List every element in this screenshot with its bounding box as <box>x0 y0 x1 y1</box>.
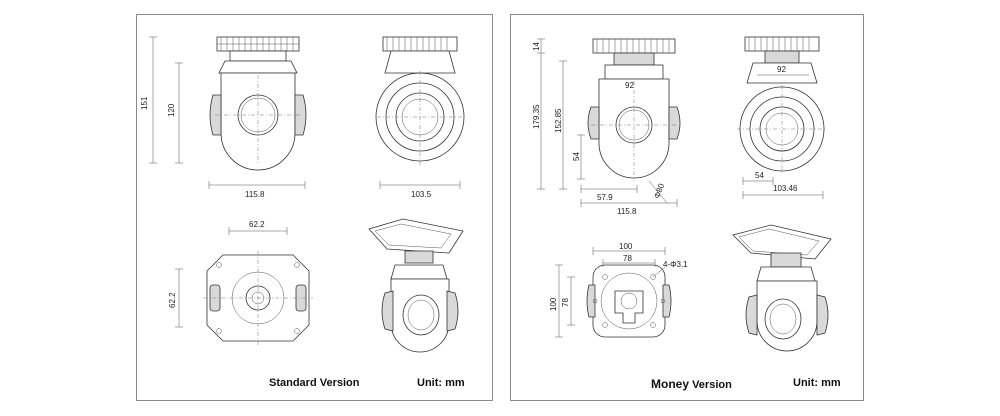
dim-h179: 179.35 <box>532 104 541 129</box>
unit-label-money: Unit: mm <box>793 377 841 389</box>
bottom-view-standard-dims: 62.2 62.2 <box>168 220 288 328</box>
bottom-view-standard <box>203 251 313 345</box>
side-view-money-dims: 92 54 103.46 <box>742 65 824 199</box>
side-view-standard-dims: 103.5 <box>379 181 461 199</box>
front-view-money <box>587 38 681 181</box>
caption-money-word: Money <box>651 377 690 391</box>
dim-width-side: 103.5 <box>411 190 432 199</box>
dim-w579: 57.9 <box>597 193 613 202</box>
dim-height-total: 151 <box>140 96 149 110</box>
standard-version-drawing: 151 120 115.8 103.5 <box>140 36 465 353</box>
front-view-standard-dims: 151 120 115.8 <box>140 36 306 199</box>
standard-version-panel: 151 120 115.8 103.5 <box>136 14 493 401</box>
dim-base-width: 62.2 <box>249 220 265 229</box>
dim-d80: Φ80 <box>652 182 666 200</box>
unit-label-standard: Unit: mm <box>417 377 465 389</box>
front-view-money-dims: 14 179.35 152.85 54 92 57.9 115.8 Φ80 <box>532 38 678 216</box>
iso-view-standard <box>368 218 464 353</box>
money-version-drawing: 14 179.35 152.85 54 92 57.9 115.8 Φ80 92 <box>532 36 832 352</box>
dim-top92b: 92 <box>777 65 786 74</box>
iso-view-money <box>732 224 832 352</box>
dim-h14: 14 <box>532 42 541 51</box>
dim-b78: 78 <box>623 254 632 263</box>
caption-standard-version: Standard Version <box>269 377 360 389</box>
dim-top92a: 92 <box>625 81 634 90</box>
dim-h152: 152.85 <box>554 108 563 133</box>
dim-width-front: 115.8 <box>245 190 265 199</box>
bottom-view-money-dims: 100 78 4-Φ3.1 100 78 <box>549 242 688 338</box>
dim-height-body: 120 <box>167 103 176 117</box>
dim-w1158: 115.8 <box>617 207 637 216</box>
dim-v100: 100 <box>549 297 558 311</box>
money-version-panel: 14 179.35 152.85 54 92 57.9 115.8 Φ80 92 <box>510 14 864 401</box>
bottom-view-money <box>586 264 672 338</box>
dim-base-height: 62.2 <box>168 292 177 308</box>
dim-holes: 4-Φ3.1 <box>663 260 688 269</box>
front-view-standard <box>209 36 307 171</box>
dim-w54: 54 <box>755 171 764 180</box>
dim-h54: 54 <box>572 152 581 161</box>
dim-v78: 78 <box>561 298 570 307</box>
side-view-money <box>737 36 827 175</box>
dim-b100: 100 <box>619 242 633 251</box>
dim-w10346: 103.46 <box>773 184 798 193</box>
caption-version-word: Version <box>689 379 732 391</box>
side-view-standard <box>375 36 465 165</box>
caption-money-version: Money Version <box>651 377 732 391</box>
